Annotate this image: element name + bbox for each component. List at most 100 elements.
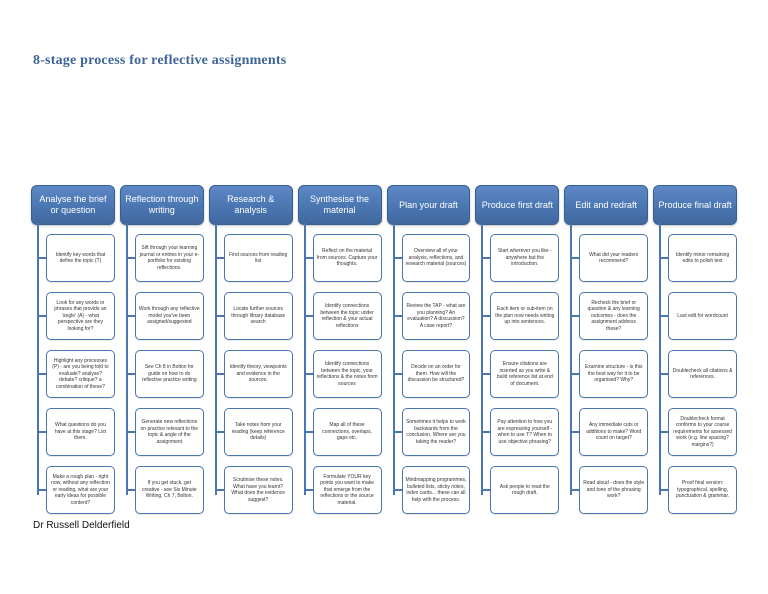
step-box: Doublecheck format conforms to your cour… (660, 408, 737, 456)
step-text: Formulate YOUR key points you want to ma… (320, 473, 375, 506)
step-box: Ensure citations are inserted as you wri… (482, 350, 560, 398)
step-text: Look for any words or phrases that provi… (54, 299, 107, 332)
stage-header-2: Reflection through writing (119, 185, 204, 225)
step-text: Work through any reflective model you've… (138, 306, 200, 326)
step-text: Locate further sources through library d… (231, 306, 286, 326)
stage-column-4: Synthesise the material Reflect on the m… (297, 185, 382, 514)
step-text: Any immediate cuts or additions to make?… (586, 422, 642, 442)
stage-title: Edit and redraft (575, 199, 637, 210)
step-text: Sometimes it helps to work backwards fro… (406, 419, 466, 445)
stage-header-8: Produce final draft (653, 185, 737, 225)
step-text: Identify key words that define the topic… (55, 251, 106, 265)
step-text: Mindmapping programmes, bulleted lists, … (405, 477, 467, 503)
step-text: Make a rough plan - right now, without a… (51, 473, 110, 506)
step-box: Last edit for wordcount (660, 292, 737, 340)
process-diagram: Analyse the brief or question Identify k… (31, 185, 737, 514)
step-box: What did your readers recommend? (571, 234, 649, 282)
step-text: Overview all of your analysis, reflectio… (405, 248, 467, 268)
step-box: Highlight any processes (P) - are you be… (38, 350, 115, 398)
step-text: Find sources from reading list (229, 251, 288, 265)
step-text: Map all of these connections, overlaps, … (322, 422, 372, 442)
stage-column-3: Research & analysis Find sources from re… (208, 185, 293, 514)
step-box: Review the TAP - what are you planning? … (393, 292, 471, 340)
step-text: Proof final version: typographical, spel… (676, 480, 730, 500)
step-text: Ensure citations are inserted as you wri… (496, 361, 553, 387)
stage-header-3: Research & analysis (208, 185, 293, 225)
stage-title: Synthesise the material (310, 194, 370, 215)
stage-steps-7: What did your readers recommend? Recheck… (564, 223, 649, 514)
step-box: Examine structure - is this the best way… (571, 350, 649, 398)
step-box: Identify theory, viewpoints and evidence… (215, 350, 293, 398)
step-text: Last edit for wordcount (677, 312, 728, 319)
step-text: Identify theory, viewpoints and evidence… (229, 364, 287, 384)
step-text: Identify connections between the topic, … (316, 361, 378, 387)
step-text: Identify connections between the topic u… (320, 303, 374, 329)
step-text: Read aloud - does the style and tone of … (583, 480, 645, 500)
step-text: Recheck the brief or question & any lear… (587, 299, 640, 332)
step-text: Each item or sub-item on the plan now ne… (495, 306, 555, 326)
step-box: Make a rough plan - right now, without a… (38, 466, 115, 514)
step-box: Sift through your learning journal or en… (126, 234, 204, 282)
step-box: Identify minor remaining edits to polish… (660, 234, 737, 282)
step-box: Identify connections between the topic u… (304, 292, 382, 340)
step-box: Work through any reflective model you've… (126, 292, 204, 340)
stage-column-7: Edit and redraft What did your readers r… (564, 185, 649, 514)
step-text: Generate new reflections on practice rel… (140, 419, 199, 445)
step-box: Reflect on the material from sources. Ca… (304, 234, 382, 282)
step-box: Map all of these connections, overlaps, … (304, 408, 382, 456)
stage-header-5: Plan your draft (386, 185, 471, 225)
step-text: Take notes from your reading (keep refer… (231, 422, 285, 442)
stage-steps-4: Reflect on the material from sources. Ca… (298, 223, 382, 514)
stage-column-6: Produce first draft Start wherever you l… (475, 185, 560, 514)
step-box: What questions do you have at this stage… (38, 408, 115, 456)
step-box: Mindmapping programmes, bulleted lists, … (393, 466, 471, 514)
stage-steps-3: Find sources from reading list Locate fu… (209, 223, 293, 514)
step-text: Doublecheck all citations & references. (672, 367, 733, 381)
step-text: If you get stuck, get creative - see Six… (141, 480, 197, 500)
step-box: If you get stuck, get creative - see Six… (126, 466, 204, 514)
step-box: Start wherever you like - anywhere but t… (482, 234, 560, 282)
step-text: Start wherever you like - anywhere but t… (497, 248, 552, 268)
step-text: Scrutinise these notes. What have you le… (231, 477, 286, 503)
step-box: Locate further sources through library d… (215, 292, 293, 340)
step-box: Ask people to read the rough draft. (482, 466, 560, 514)
step-box: Find sources from reading list (215, 234, 293, 282)
step-box: Sometimes it helps to work backwards fro… (393, 408, 471, 456)
step-box: Scrutinise these notes. What have you le… (215, 466, 293, 514)
stage-column-1: Analyse the brief or question Identify k… (31, 185, 115, 514)
stage-title: Plan your draft (399, 199, 458, 210)
stage-header-1: Analyse the brief or question (31, 185, 115, 225)
stage-column-5: Plan your draft Overview all of your ana… (386, 185, 471, 514)
step-box: Identify connections between the topic, … (304, 350, 382, 398)
author-credit: Dr Russell Delderfield (33, 520, 130, 531)
step-text: See Ch 8 in Bolton for guide on how to d… (141, 364, 197, 384)
stage-steps-8: Identify minor remaining edits to polish… (653, 223, 737, 514)
step-text: Decide on an order for them. How will th… (407, 364, 465, 384)
step-text: Review the TAP - what are you planning? … (406, 303, 466, 329)
stage-column-2: Reflection through writing Sift through … (119, 185, 204, 514)
step-text: Sift through your learning journal or en… (139, 245, 200, 271)
stage-column-8: Produce final draft Identify minor remai… (653, 185, 737, 514)
step-box: Proof final version: typographical, spel… (660, 466, 737, 514)
stage-steps-1: Identify key words that define the topic… (31, 223, 115, 514)
step-box: Look for any words or phrases that provi… (38, 292, 115, 340)
step-text: Doublecheck format conforms to your cour… (673, 415, 733, 448)
stage-title: Research & analysis (227, 194, 275, 215)
step-box: Any immediate cuts or additions to make?… (571, 408, 649, 456)
stage-title: Produce first draft (481, 199, 553, 210)
step-text: Pay attention to how you are expressing … (497, 419, 553, 445)
step-box: Formulate YOUR key points you want to ma… (304, 466, 382, 514)
stage-header-7: Edit and redraft (564, 185, 649, 225)
step-text: What questions do you have at this stage… (54, 422, 107, 442)
step-box: Read aloud - does the style and tone of … (571, 466, 649, 514)
step-box: Pay attention to how you are expressing … (482, 408, 560, 456)
stage-title: Analyse the brief or question (39, 194, 107, 215)
step-text: Ask people to read the rough draft. (499, 483, 550, 497)
step-box: Take notes from your reading (keep refer… (215, 408, 293, 456)
stage-header-6: Produce first draft (475, 185, 560, 225)
stage-header-4: Synthesise the material (297, 185, 382, 225)
step-box: Overview all of your analysis, reflectio… (393, 234, 471, 282)
step-box: Doublecheck all citations & references. (660, 350, 737, 398)
step-text: Examine structure - is this the best way… (584, 364, 643, 384)
step-text: Identify minor remaining edits to polish… (675, 251, 730, 265)
